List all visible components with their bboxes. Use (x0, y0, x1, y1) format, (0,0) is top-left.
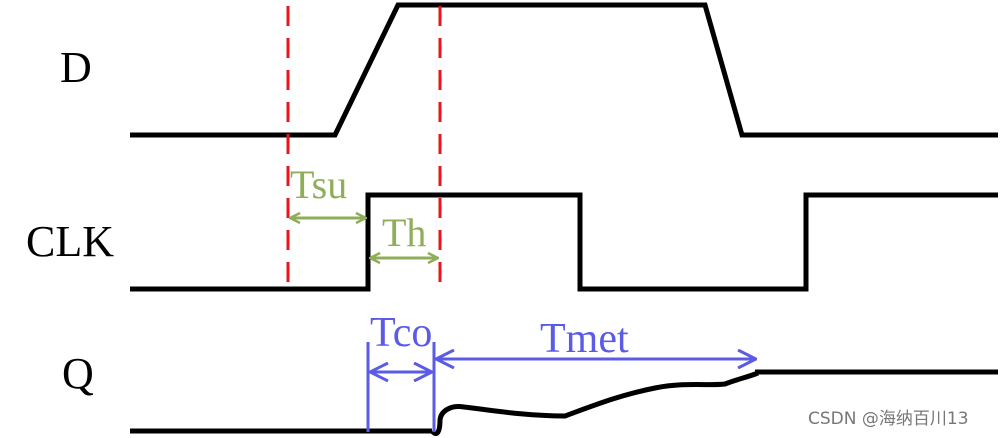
d-waveform (130, 2, 998, 138)
clock-to-output-label: Tco (370, 310, 432, 356)
q-waveform-metastable (430, 370, 759, 436)
metastability-time-label: Tmet (540, 316, 629, 362)
q-signal-label: Q (62, 349, 94, 398)
d-signal-label: D (60, 43, 92, 92)
hold-time-label: Th (382, 210, 426, 255)
clk-signal-label: CLK (26, 217, 114, 266)
clk-waveform (130, 192, 998, 292)
csdn-watermark: CSDN @海纳百川13 (808, 409, 969, 429)
setup-time-label: Tsu (290, 162, 347, 207)
